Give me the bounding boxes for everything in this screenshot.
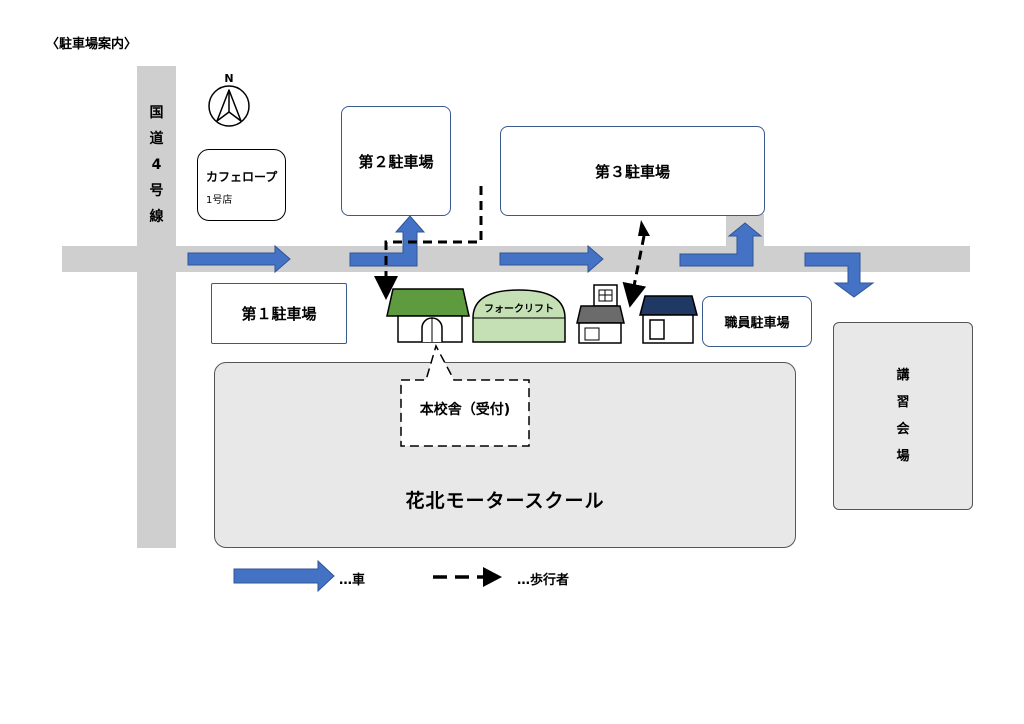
- lecture-hall: [833, 322, 973, 510]
- map-title: 〈駐車場案内〉: [46, 37, 138, 52]
- car-arrow-lot3: [679, 222, 763, 267]
- car-arrow-hall: [804, 252, 875, 298]
- forklift-label: フォークリフト: [484, 304, 554, 315]
- parking-lot-2: 第２駐車場: [341, 106, 451, 216]
- reception-label: 本校舎（受付): [419, 402, 511, 418]
- legend-car-arrow: [233, 559, 335, 593]
- forklift-building-icon: [472, 289, 566, 343]
- national-road-4: [137, 66, 176, 548]
- school-name: 花北モータースクール: [405, 490, 605, 512]
- car-arrow-lot2: [349, 215, 426, 267]
- cafe-rope: カフェロープ 1号店: [197, 149, 286, 221]
- cafe-branch: 1号店: [206, 195, 233, 206]
- parking-lot-1: 第１駐車場: [211, 283, 347, 344]
- compass-icon: [208, 85, 250, 127]
- legend-car-label: …車: [339, 573, 366, 588]
- national-road-label: 国 道 4 号 線: [149, 105, 164, 225]
- parking-lot-3: 第３駐車場: [500, 126, 765, 216]
- compass-north-label: N: [224, 72, 234, 85]
- lecture-hall-label: 講 習 会 場: [896, 368, 910, 464]
- staff-parking-lot: 職員駐車場: [702, 296, 812, 347]
- pedestrian-path-lot2: [374, 186, 483, 300]
- small-house-icon: [576, 284, 625, 344]
- main-building-icon: [386, 288, 470, 343]
- reception-callout: [400, 344, 530, 447]
- cafe-name: カフェロープ: [206, 170, 278, 184]
- car-arrow-1: [187, 244, 291, 274]
- legend-pedestrian-label: …歩行者: [517, 573, 570, 588]
- staff-house-icon: [639, 295, 698, 344]
- car-arrow-2: [499, 244, 604, 274]
- pedestrian-path-lot3: [622, 235, 647, 308]
